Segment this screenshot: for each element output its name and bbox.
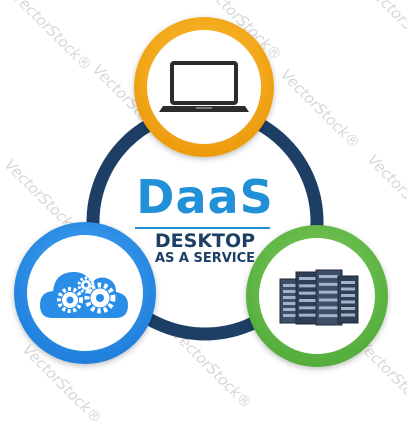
server-slot: [341, 300, 355, 304]
server-slot: [283, 302, 297, 305]
server-slot: [341, 281, 355, 284]
server-slot: [341, 307, 355, 310]
server-slot: [299, 299, 317, 302]
server-slot: [299, 277, 317, 280]
subtitle-line-1: DESKTOP: [154, 230, 256, 252]
server-slot: [341, 294, 355, 297]
server-slot: [319, 290, 339, 294]
server-slot: [299, 284, 317, 288]
diagram-graphics: [14, 17, 388, 367]
title-divider: [135, 227, 270, 229]
server-slot: [319, 275, 339, 278]
server-slot: [299, 306, 317, 310]
server-slot: [283, 308, 297, 311]
laptop-icon: [159, 61, 249, 112]
server-rack-icon: [279, 269, 359, 326]
server-slot: [341, 313, 355, 317]
daas-title: DaaS: [136, 170, 274, 224]
server-slot: [341, 287, 355, 291]
server-slot: [299, 291, 317, 295]
server-slot: [283, 296, 297, 299]
server-slot: [319, 306, 339, 310]
server-slot: [319, 282, 339, 286]
subtitle-line-2: AS A SERVICE: [154, 251, 256, 266]
server-slot: [319, 298, 339, 302]
cloud-gears-icon: [40, 272, 128, 318]
server-slot: [283, 290, 297, 293]
server-slot: [299, 313, 317, 317]
server-slot: [283, 284, 297, 287]
server-slot: [319, 314, 339, 318]
server-slot: [283, 314, 297, 317]
